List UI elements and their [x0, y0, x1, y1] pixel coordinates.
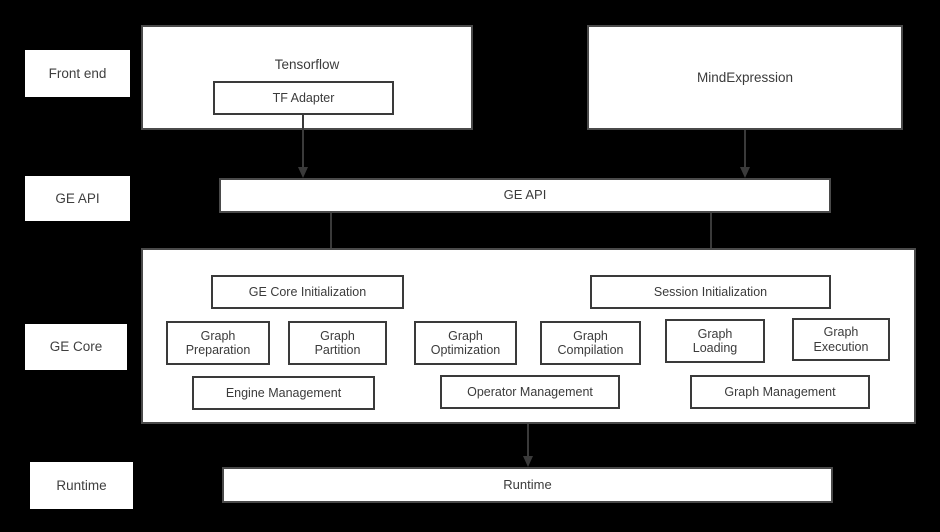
tier-label-ge-api: GE API — [25, 176, 130, 221]
graph-optimization-box[interactable]: Graph Optimization — [414, 321, 517, 365]
graph-management-box[interactable]: Graph Management — [690, 375, 870, 409]
tier-label-ge-core: GE Core — [25, 324, 127, 370]
mindexpression-title: MindExpression — [696, 69, 794, 85]
runtime-bar[interactable]: Runtime — [222, 467, 833, 503]
tier-label-runtime: Runtime — [30, 462, 133, 509]
tensorflow-title: Tensorflow — [274, 57, 340, 72]
graph-execution-box[interactable]: Graph Execution — [792, 318, 890, 361]
arrow-tf-adapter-to-ge-api — [293, 115, 313, 178]
engine-management-box[interactable]: Engine Management — [192, 376, 375, 410]
tier-label-front-end: Front end — [25, 50, 130, 97]
ge-core-initialization-box[interactable]: GE Core Initialization — [211, 275, 404, 309]
operator-management-box[interactable]: Operator Management — [440, 375, 620, 409]
tf-adapter-box[interactable]: TF Adapter — [213, 81, 394, 115]
ge-api-bar[interactable]: GE API — [219, 178, 831, 213]
graph-loading-box[interactable]: Graph Loading — [665, 319, 765, 363]
graph-preparation-box[interactable]: Graph Preparation — [166, 321, 270, 365]
graph-compilation-box[interactable]: Graph Compilation — [540, 321, 641, 365]
arrow-mindexpression-to-ge-api — [735, 130, 755, 178]
mindexpression-container[interactable]: MindExpression — [587, 25, 903, 130]
graph-partition-box[interactable]: Graph Partition — [288, 321, 387, 365]
session-initialization-box[interactable]: Session Initialization — [590, 275, 831, 309]
arrow-ge-core-to-runtime — [518, 424, 538, 467]
